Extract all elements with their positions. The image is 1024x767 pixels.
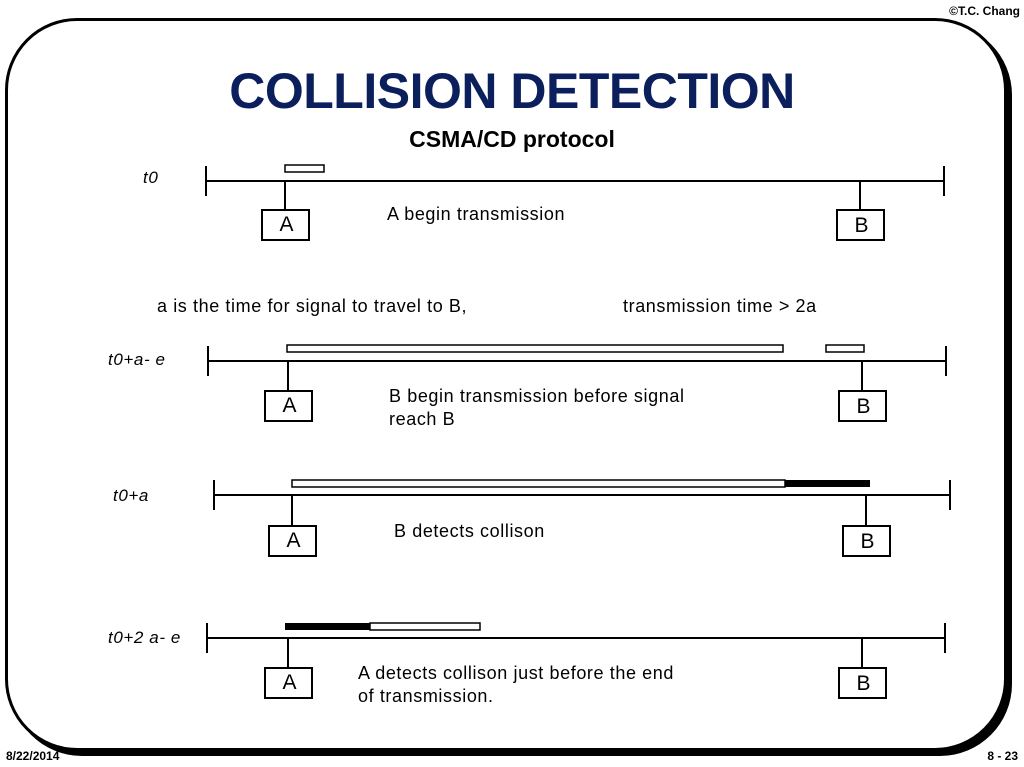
copyright-text: ©T.C. Chang	[949, 4, 1020, 18]
stage-3-bus	[213, 480, 951, 557]
slide-frame	[5, 18, 1007, 751]
stage-2-signal-a	[286, 344, 784, 353]
stage-4-signal-a	[369, 622, 481, 631]
stage-2-description-line-2: reach B	[389, 409, 456, 429]
stage-4-time-label: t0+2 a- e	[108, 628, 181, 647]
stage-3-node-a: A	[286, 529, 301, 552]
footer-page-number: 8 - 23	[987, 749, 1018, 763]
stage-2-time-label: t0+a- e	[108, 350, 166, 369]
note-a: a is the time for signal to travel to B,	[157, 296, 468, 316]
stage-1-time-label: t0	[143, 168, 159, 187]
stage-4-node-a: A	[282, 671, 297, 694]
stage-4-description-line-2: of transmission.	[358, 686, 494, 706]
slide-subtitle: CSMA/CD protocol	[409, 126, 615, 152]
stage-4-collision	[285, 623, 370, 630]
stage-1-description: A begin transmission	[387, 204, 566, 224]
stage-1-node-b: B	[854, 214, 869, 237]
stage-2-node-a: A	[282, 394, 297, 417]
stage-4-node-b: B	[856, 672, 871, 695]
stage-3-collision	[785, 480, 870, 487]
stage-4-bus	[206, 623, 946, 699]
stage-4-description-line-1: A detects collison just before the end	[358, 663, 674, 683]
stage-1-node-a: A	[279, 213, 294, 236]
stage-2-node-b: B	[856, 395, 871, 418]
stage-3-time-label: t0+a	[113, 486, 149, 505]
footer-date: 8/22/2014	[6, 749, 60, 763]
slide-title: COLLISION DETECTION	[229, 63, 795, 119]
stage-3-description: B detects collison	[394, 521, 545, 541]
note-transmission-time: transmission time > 2a	[623, 296, 817, 316]
stage-1-bus	[205, 166, 945, 241]
stage-3-node-b: B	[860, 530, 875, 553]
stage-1-signal-a	[284, 164, 325, 173]
stage-3-signal-a	[291, 479, 786, 488]
stage-2-signal-b	[825, 344, 865, 353]
stage-2-bus	[207, 346, 947, 422]
stage-2-description-line-1: B begin transmission before signal	[389, 386, 685, 406]
